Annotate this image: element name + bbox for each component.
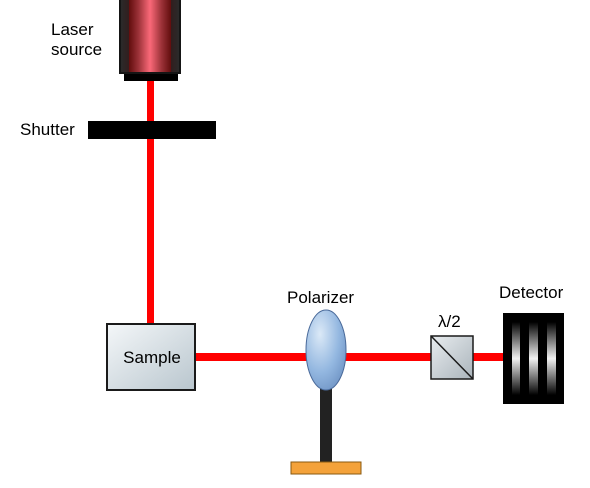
half-wave-plate-label: λ/2 bbox=[438, 312, 461, 331]
beam-horizontal-3 bbox=[473, 353, 505, 361]
sample-label: Sample bbox=[123, 348, 181, 367]
shutter-label: Shutter bbox=[20, 120, 75, 139]
polarizer-lens bbox=[305, 309, 347, 391]
beam-vertical bbox=[147, 80, 154, 325]
detector-label: Detector bbox=[499, 283, 564, 302]
shutter bbox=[88, 121, 216, 139]
polarizer-label: Polarizer bbox=[287, 288, 355, 307]
beam-horizontal-2 bbox=[343, 353, 433, 361]
detector bbox=[503, 313, 564, 404]
beam-horizontal-1 bbox=[195, 353, 310, 361]
half-wave-plate bbox=[430, 335, 474, 380]
laser-source-label: Laser source bbox=[51, 20, 102, 60]
laser-source-label-line1: Laser bbox=[51, 20, 94, 39]
polarizer-post bbox=[320, 378, 332, 462]
sample-box bbox=[106, 323, 196, 391]
polarizer-base bbox=[290, 461, 362, 475]
laser-source-label-line2: source bbox=[51, 40, 103, 59]
laser-source bbox=[119, 0, 181, 81]
